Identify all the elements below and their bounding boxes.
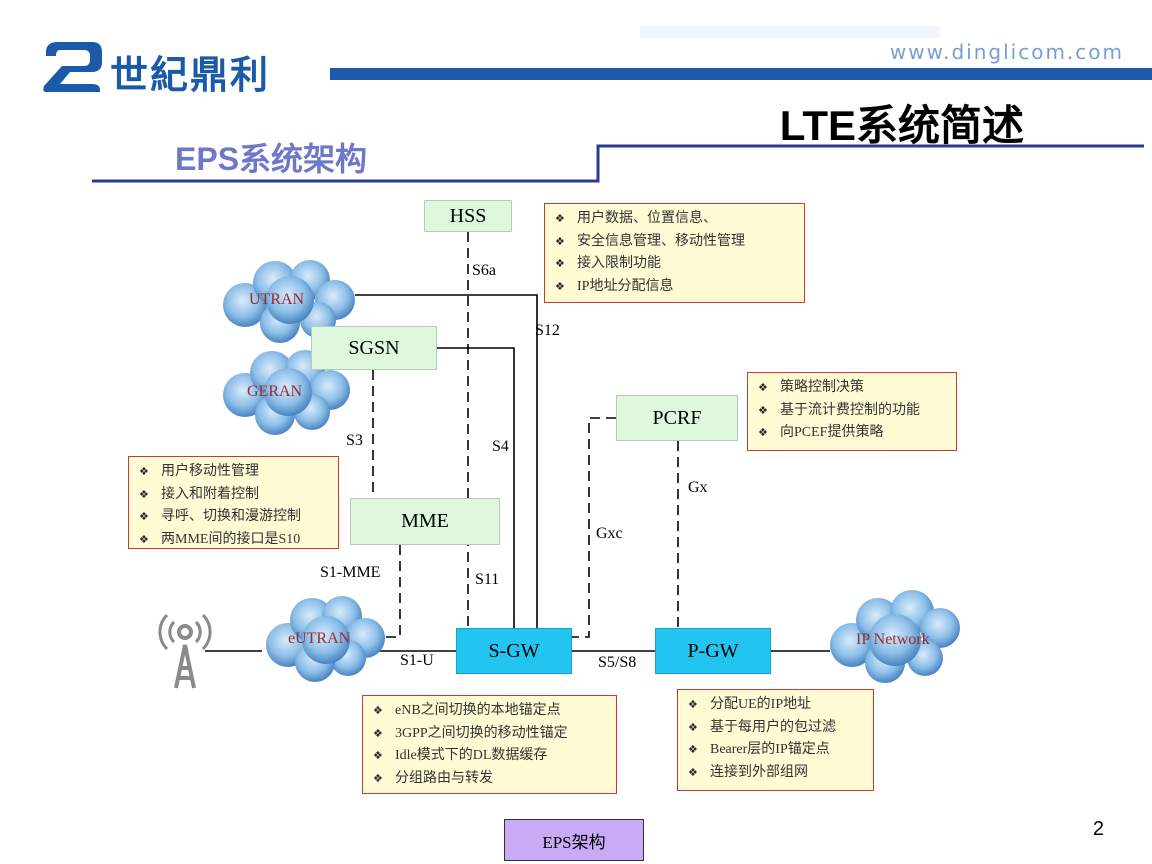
figure-caption: EPS架构: [504, 819, 644, 861]
list-item: ❖eNB之间切换的本地锚定点: [373, 700, 608, 723]
label-s1-u: S1-U: [400, 652, 434, 669]
list-item: ❖用户数据、位置信息、: [555, 208, 796, 231]
bullet-icon: ❖: [555, 213, 565, 225]
bullet-icon: ❖: [555, 258, 565, 270]
list-item: ❖分组路由与转发: [373, 768, 608, 791]
list-item: ❖接入和附着控制: [139, 484, 330, 507]
list-item: ❖分配UE的IP地址: [688, 694, 865, 717]
title-divider: [92, 144, 1144, 183]
header-band: [330, 68, 1152, 80]
line-s4: [437, 347, 515, 628]
node-hss: HSS: [424, 200, 512, 232]
bullet-icon: ❖: [758, 427, 768, 439]
node-mme: MME: [350, 498, 500, 545]
label-gx: Gx: [688, 479, 708, 496]
list-item: ❖用户移动性管理: [139, 461, 330, 484]
bullet-icon: ❖: [688, 721, 698, 734]
list-item: ❖IP地址分配信息: [555, 276, 796, 299]
note-sgw-functions: ❖eNB之间切换的本地锚定点 ❖3GPP之间切换的移动性锚定 ❖Idle模式下的…: [362, 695, 617, 794]
list-item: ❖连接到外部组网: [688, 762, 865, 785]
list-item: ❖向PCEF提供策略: [758, 422, 948, 445]
note-hss-functions: ❖用户数据、位置信息、 ❖安全信息管理、移动性管理 ❖接入限制功能 ❖IP地址分…: [544, 203, 805, 303]
cloud-label-eutran: eUTRAN: [288, 630, 351, 647]
bullet-icon: ❖: [373, 705, 383, 717]
bullet-icon: ❖: [139, 466, 149, 478]
bullet-icon: ❖: [139, 533, 149, 546]
label-s12: S12: [535, 322, 560, 339]
slide-title: LTE系统简述: [779, 102, 1024, 149]
label-s5-s8: S5/S8: [598, 654, 637, 671]
cloud-label-utran: UTRAN: [249, 291, 305, 308]
bullet-icon: ❖: [373, 727, 383, 740]
node-pgw: P-GW: [655, 628, 771, 674]
node-pcrf: PCRF: [616, 395, 738, 441]
bullet-icon: ❖: [688, 744, 698, 756]
list-item: ❖Bearer层的IP锚定点: [688, 739, 865, 762]
cloud-ipnet-shape: [830, 590, 960, 683]
list-item: ❖安全信息管理、移动性管理: [555, 231, 796, 254]
label-s3: S3: [346, 432, 363, 449]
antenna-icon: [158, 613, 212, 689]
bullet-icon: ❖: [688, 766, 698, 779]
cloud-label-ip-network: IP Network: [856, 631, 930, 648]
line-gxc: [572, 417, 616, 638]
bullet-icon: ❖: [758, 404, 768, 417]
section-title: EPS系统架构: [175, 141, 368, 177]
header-band-light: [640, 26, 940, 38]
label-s4: S4: [492, 438, 509, 455]
logo-icon: [43, 42, 102, 92]
label-s6a: S6a: [472, 262, 496, 279]
bullet-icon: ❖: [758, 382, 768, 394]
bullet-icon: ❖: [373, 772, 383, 785]
list-item: ❖策略控制决策: [758, 377, 948, 400]
website-url[interactable]: www.dinglicom.com: [889, 40, 1124, 64]
list-item: ❖寻呼、切换和漫游控制: [139, 506, 330, 529]
cloud-label-geran: GERAN: [247, 383, 303, 400]
bullet-icon: ❖: [555, 280, 565, 293]
list-item: ❖基于流计费控制的功能: [758, 400, 948, 423]
line-s12: [355, 294, 538, 628]
cloud-eutran-shape: [266, 596, 385, 682]
list-item: ❖接入限制功能: [555, 253, 796, 276]
label-gxc: Gxc: [596, 525, 623, 542]
bullet-icon: ❖: [688, 699, 698, 711]
list-item: ❖基于每用户的包过滤: [688, 717, 865, 740]
cloud-icon: [223, 260, 960, 683]
company-name: 世紀鼎利: [110, 53, 271, 97]
list-item: ❖Idle模式下的DL数据缓存: [373, 745, 608, 768]
bullet-icon: ❖: [139, 511, 149, 523]
bullet-icon: ❖: [555, 235, 565, 248]
note-pgw-functions: ❖分配UE的IP地址 ❖基于每用户的包过滤 ❖Bearer层的IP锚定点 ❖连接…: [677, 689, 874, 791]
node-sgw: S-GW: [456, 628, 572, 674]
list-item: ❖3GPP之间切换的移动性锚定: [373, 723, 608, 746]
list-item: ❖两MME间的接口是S10: [139, 529, 330, 552]
bullet-icon: ❖: [373, 750, 383, 762]
note-mme-functions: ❖用户移动性管理 ❖接入和附着控制 ❖寻呼、切换和漫游控制 ❖两MME间的接口是…: [128, 456, 339, 549]
note-pcrf-functions: ❖策略控制决策 ❖基于流计费控制的功能 ❖向PCEF提供策略: [747, 372, 957, 451]
page-number: 2: [1092, 818, 1104, 840]
label-s1-mme: S1-MME: [320, 564, 381, 581]
bullet-icon: ❖: [139, 488, 149, 501]
header-graphics: [43, 26, 1152, 183]
node-sgsn: SGSN: [311, 326, 437, 370]
label-s11: S11: [475, 571, 500, 588]
